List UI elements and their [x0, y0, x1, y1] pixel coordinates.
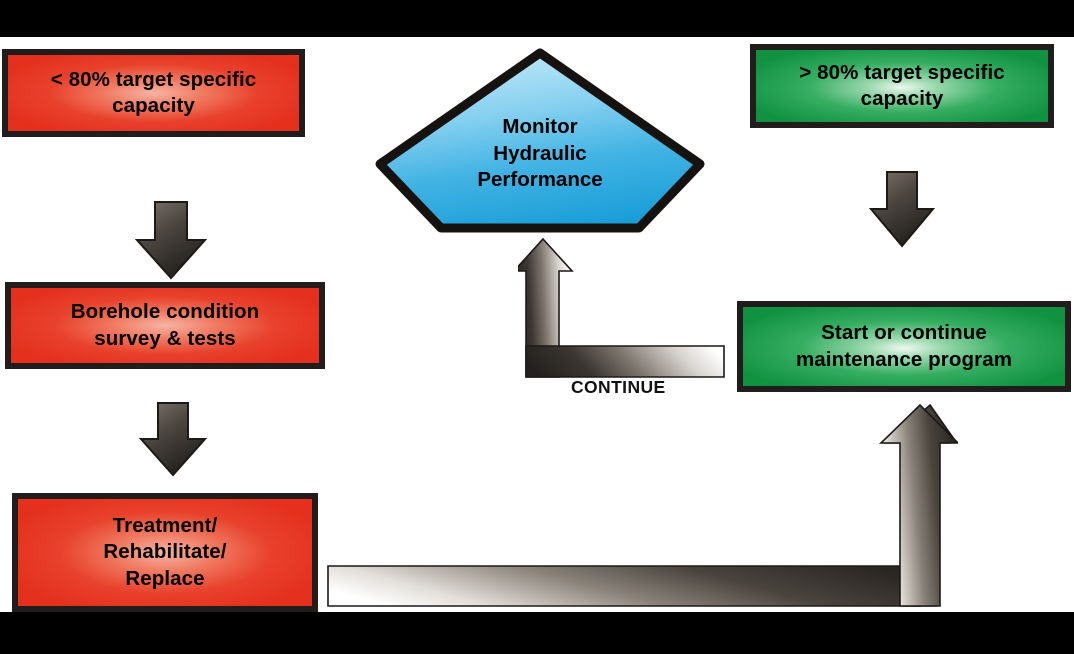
elbow-arrow-up-icon-continue [518, 235, 734, 380]
node-borehole-survey-label: Borehole condition survey & tests [70, 300, 260, 350]
node-treatment-rehabilitate-replace[interactable]: Treatment/ Rehabilitate/ Replace [12, 493, 318, 612]
down-arrow-icon-high-to-maintenance [866, 170, 938, 248]
node-decision-high-capacity-label: > 80% target specific capacity [799, 60, 1005, 110]
node-monitor-hydraulic-performance[interactable]: Monitor Hydraulic Performance [374, 47, 706, 233]
down-arrow-icon-survey-to-treatment [136, 401, 210, 477]
node-treatment-rehabilitate-replace-label: Treatment/ Rehabilitate/ Replace [103, 514, 227, 590]
elbow-arrow-up-icon-treatment-return [326, 399, 958, 611]
node-borehole-survey[interactable]: Borehole condition survey & tests [5, 282, 325, 369]
node-decision-low-capacity[interactable]: < 80% target specific capacity [2, 49, 305, 137]
down-arrow-icon-low-to-survey [131, 200, 211, 280]
node-start-continue-maintenance[interactable]: Start or continue maintenance program [737, 301, 1071, 392]
connector-label-continue: CONTINUE [571, 377, 666, 397]
flowchart-stage: < 80% target specific capacity Borehole … [0, 37, 1074, 612]
node-start-continue-maintenance-label: Start or continue maintenance program [795, 321, 1013, 371]
node-decision-high-capacity[interactable]: > 80% target specific capacity [750, 44, 1054, 128]
node-decision-low-capacity-label: < 80% target specific capacity [50, 67, 257, 117]
